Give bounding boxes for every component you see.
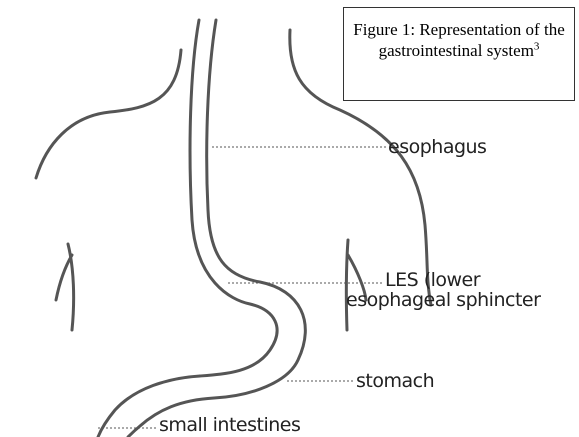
- label-esophagus: esophagus: [388, 137, 486, 157]
- caption-reference-number: 3: [534, 40, 540, 52]
- label-les-line1: LES (lower: [385, 270, 480, 290]
- esophagus-left-wall: [98, 20, 277, 437]
- right-arm-mark: [346, 240, 366, 330]
- left-shoulder-outline: [36, 50, 181, 178]
- label-les-line2: esophageal sphincter: [346, 290, 540, 310]
- left-arm-mark: [56, 244, 74, 330]
- label-small-intestines: small intestines: [159, 415, 300, 435]
- label-stomach: stomach: [356, 371, 434, 391]
- figure-caption: Figure 1: Representation of the gastroin…: [343, 7, 575, 101]
